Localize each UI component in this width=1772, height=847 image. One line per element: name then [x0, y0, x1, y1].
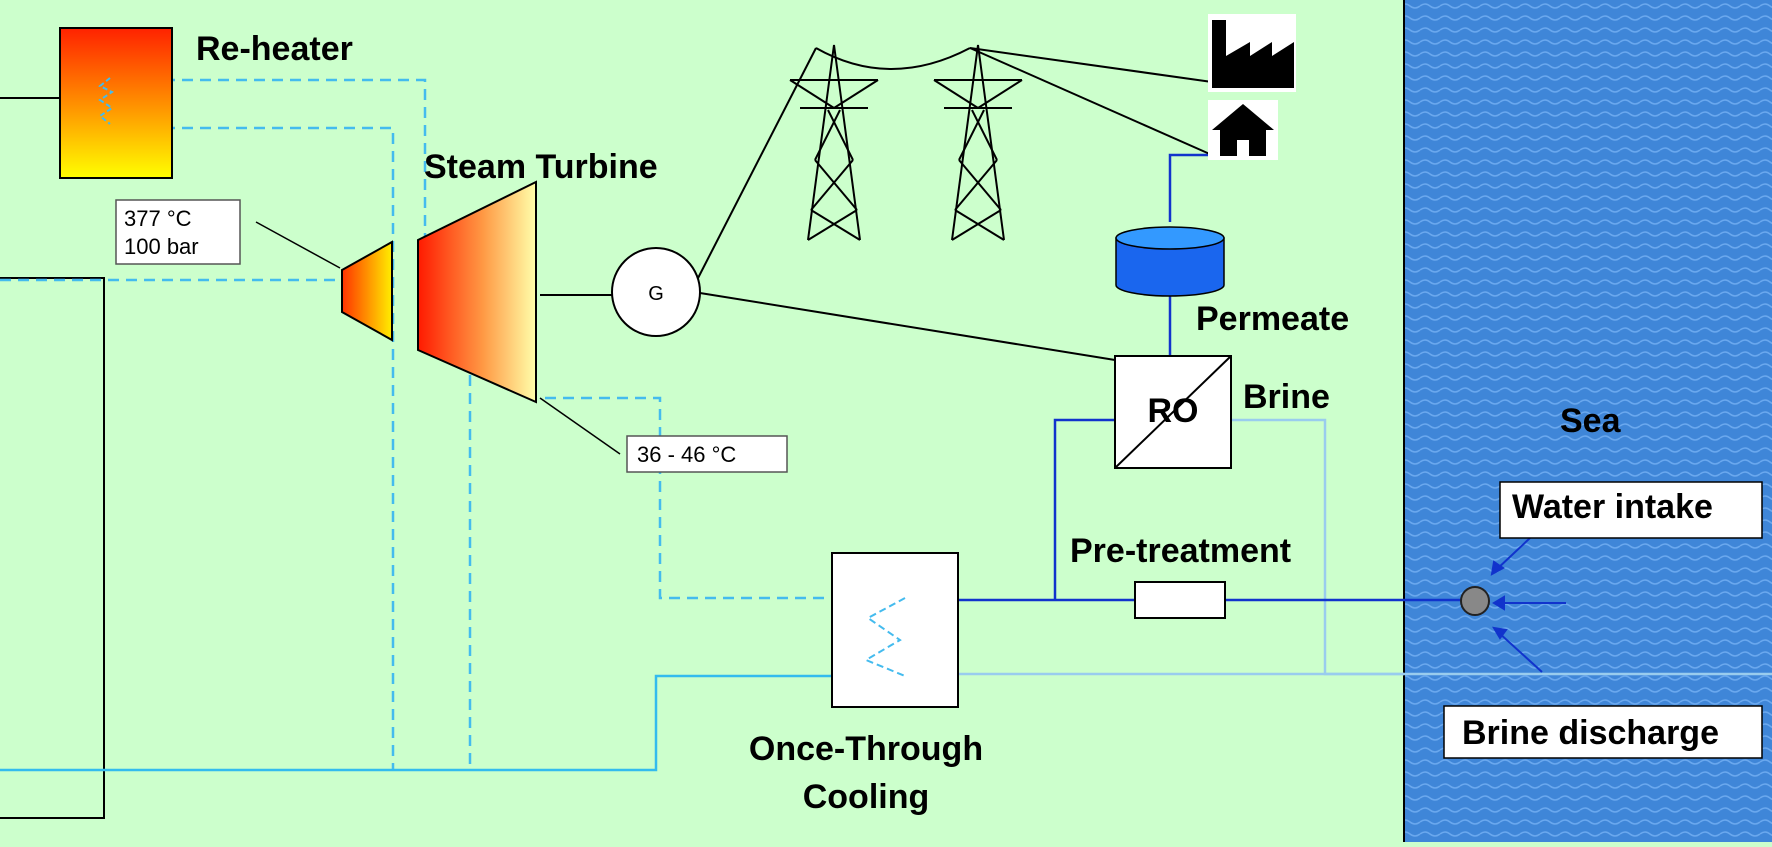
- house-icon: [1208, 100, 1278, 160]
- sea-area: [1404, 0, 1772, 842]
- once-through-cooling-unit: [831, 552, 959, 708]
- cooling-label-line1: Once-Through: [749, 730, 983, 768]
- steam-turbine-label: Steam Turbine: [424, 148, 658, 186]
- intake-pump-icon: [1460, 586, 1490, 616]
- cooling-label-line2: Cooling: [803, 778, 930, 816]
- steam-lines: [0, 97, 105, 819]
- water-intake-label: Water intake: [1512, 488, 1713, 526]
- callout-leaders: [255, 221, 621, 455]
- high-temp-label: 377 °C: [124, 206, 192, 231]
- permeate-tank-icon: [1115, 226, 1225, 297]
- reheater-label: Re-heater: [196, 30, 353, 68]
- pretreatment-filter: [1134, 581, 1226, 619]
- low-temp-label: 36 - 46 °C: [637, 442, 736, 467]
- brine-lines: [958, 418, 1772, 676]
- ro-unit: [1114, 355, 1232, 469]
- permeate-label: Permeate: [1196, 300, 1349, 338]
- transmission-tower-icon: [789, 44, 879, 241]
- power-lines: [540, 47, 1213, 361]
- factory-icon: [1208, 14, 1296, 92]
- steam-turbine: [417, 180, 537, 404]
- high-pressure-label: 100 bar: [124, 234, 199, 259]
- intake-arrows: [1490, 537, 1566, 673]
- generator: [611, 247, 701, 337]
- callout-boxes: [115, 199, 1763, 759]
- sea-label: Sea: [1560, 402, 1622, 440]
- brine-discharge-label: Brine discharge: [1462, 714, 1719, 752]
- ro-label: RO: [1148, 392, 1199, 430]
- dashed-steam-lines: [0, 78, 905, 770]
- transmission-tower-icon: [933, 44, 1023, 241]
- brine-label: Brine: [1243, 378, 1330, 416]
- high-pressure-turbine: [341, 240, 393, 342]
- reheater-unit: [59, 27, 173, 179]
- cooling-water-lines: [0, 674, 905, 772]
- generator-label: G: [648, 283, 664, 305]
- pretreatment-label: Pre-treatment: [1070, 532, 1291, 570]
